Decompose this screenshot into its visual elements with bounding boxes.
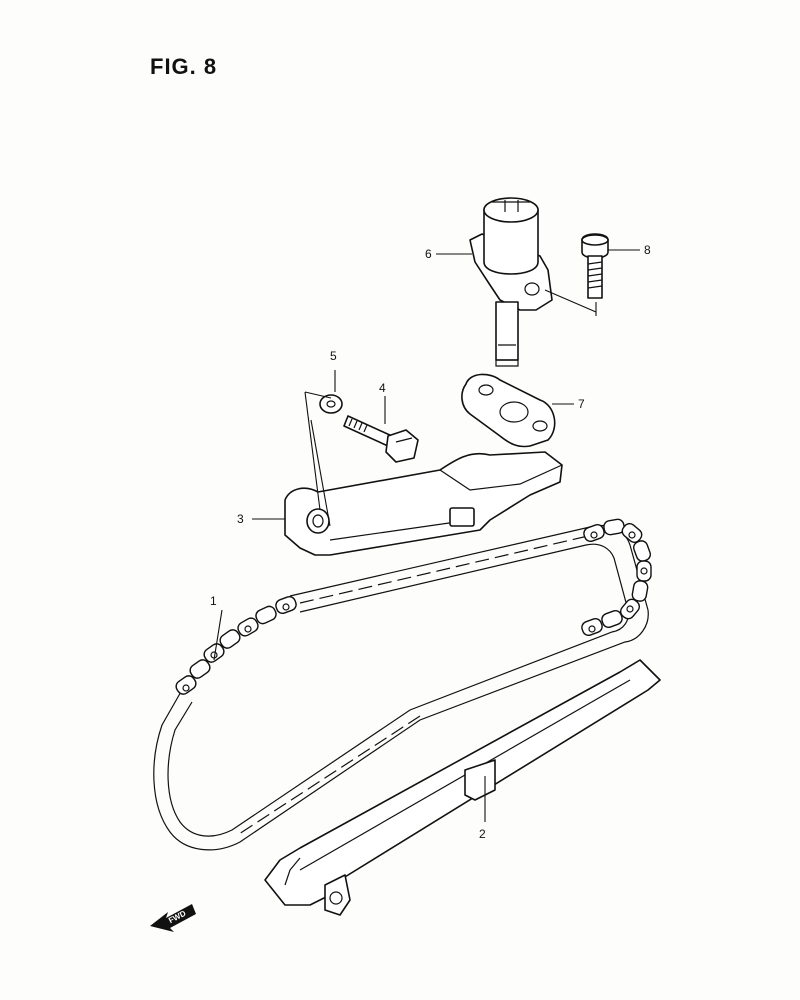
leader-lines: [213, 249, 640, 822]
washer-part: [319, 394, 343, 414]
callout-5: 5: [330, 349, 337, 363]
callout-8: 8: [644, 243, 651, 257]
callout-6: 6: [425, 247, 432, 261]
callout-2: 2: [479, 827, 486, 841]
bolt-upright-part: [581, 233, 609, 299]
gasket-part: [461, 373, 556, 448]
callout-4: 4: [379, 381, 386, 395]
chain-links-right: [581, 518, 652, 637]
tensioner-arm-part: [284, 451, 563, 556]
callout-7: 7: [578, 397, 585, 411]
figure-title: FIG. 8: [150, 54, 218, 79]
bolt-part: [343, 415, 419, 463]
callout-1: 1: [210, 594, 217, 608]
fwd-arrow-icon: FWD: [150, 904, 196, 932]
chain-guide-part: [264, 659, 661, 916]
callout-3: 3: [237, 512, 244, 526]
tensioner-body-part: [469, 197, 553, 367]
chain-links-left: [175, 595, 297, 695]
